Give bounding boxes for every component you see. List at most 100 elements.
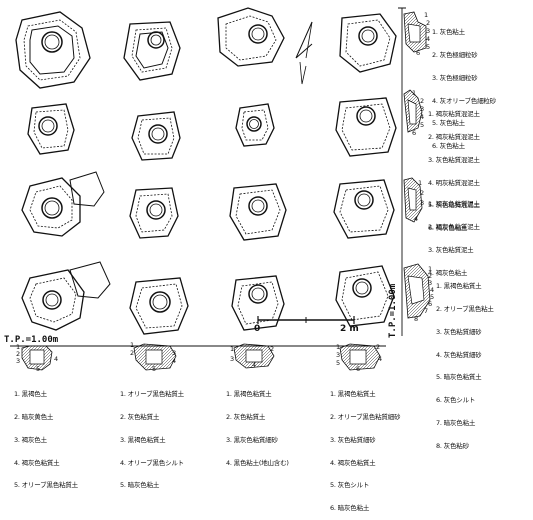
pit-r4-c2 — [129, 277, 189, 335]
legend-item: 2. 褐灰粘質混泥土 — [428, 132, 480, 141]
pit-r4-c4 — [335, 265, 395, 327]
profile-number: 4 — [420, 113, 424, 121]
legend-item: 1. 灰色粘土 — [432, 28, 465, 37]
profile-number: 6 — [412, 129, 416, 137]
legend-item: 6. 灰色シルト — [436, 396, 476, 405]
legend-item: 2. オリーブ黒色粘土 — [436, 304, 494, 313]
datum-label-right: T.P.=1.00m — [388, 283, 398, 338]
legend-item: 5. オリーブ黒色粘質土 — [14, 481, 78, 490]
legend-bottom-1: 1. 黒褐色土 2. 暗灰黄色土 3. 褐灰色土 4. 褐灰色粘質土 5. オリ… — [14, 376, 78, 498]
legend-right-2: 1. 褐灰粘質混泥土 2. 褐灰粘質混泥土 3. 灰色粘質混泥土 4. 明灰粘質… — [428, 96, 480, 240]
profile-number: 2 — [16, 350, 20, 358]
legend-item: 2. 暗灰黄色土 — [14, 412, 54, 421]
profile-number: 3 — [172, 349, 176, 357]
legend-item: 4. 灰色粘質細砂 — [436, 350, 482, 359]
profile-number: 5 — [36, 365, 40, 373]
profile-number: 1 — [230, 345, 234, 353]
legend-item: 4. 褐灰色粘質土 — [330, 458, 376, 467]
section-bottom-4 — [339, 343, 381, 371]
profile-number: 5 — [420, 121, 424, 129]
section-right-1 — [403, 11, 427, 53]
profile-number: 5 — [336, 359, 340, 367]
datum-label-bottom: T.P.=1.00m — [4, 335, 59, 345]
profile-number: 3 — [336, 351, 340, 359]
legend-item: 4. オリーブ黒色シルト — [120, 458, 184, 467]
right-datum-line — [398, 7, 406, 336]
section-bottom-1 — [21, 345, 53, 371]
profile-number: 2 — [420, 189, 424, 197]
pit-r3-c4 — [333, 179, 395, 239]
section-right-2 — [403, 89, 423, 133]
legend-item: 2. 灰色粘質土 — [120, 412, 160, 421]
profile-number: 1 — [412, 89, 416, 97]
legend-item: 3. 灰色粘質泥土 — [428, 245, 474, 254]
profile-number: 4 — [414, 215, 418, 223]
legend-item: 1. 黒褐色粘質土 — [226, 390, 272, 399]
legend-item: 6. 暗灰色粘土 — [330, 504, 370, 513]
pit-r2-c2 — [131, 111, 181, 161]
legend-item: 1. オリーブ黒色粘質土 — [120, 390, 184, 399]
profile-number: 8 — [414, 315, 418, 323]
scale-bar — [257, 316, 355, 324]
section-right-3 — [403, 177, 423, 223]
profile-number: 2 — [130, 349, 134, 357]
profile-number: 4 — [430, 286, 434, 294]
legend-item: 5. 灰色粘質混泥土 — [428, 201, 480, 210]
pit-r2-c3 — [235, 103, 275, 147]
legend-item: 3. 褐灰色土 — [14, 435, 47, 444]
profile-number: 5 — [430, 293, 434, 301]
legend-right-4: 1. 黒褐色粘質土 2. オリーブ黒色粘土 3. 灰色粘質細砂 4. 灰色粘質細… — [436, 268, 494, 458]
profile-number: 2 — [426, 19, 430, 27]
section-right-4 — [403, 263, 431, 319]
profile-number: 3 — [420, 199, 424, 207]
legend-item: 5. 灰色粘土 — [432, 119, 465, 128]
legend-item: 3. 黒褐色粘質土 — [120, 435, 166, 444]
profile-number: 3 — [426, 27, 430, 35]
pit-r4-c3 — [231, 275, 285, 331]
legend-bottom-3: 1. 黒褐色粘質土 2. 灰色粘質土 3. 黒灰色粘質細砂 4. 黒色粘土(地山… — [226, 376, 289, 475]
legend-item: 2. オリーブ黒色粘質細砂 — [330, 412, 401, 421]
legend-item: 2. 褐灰色粘質泥土 — [428, 222, 480, 231]
profile-number: 6 — [428, 300, 432, 308]
scale-label-start: 0 — [254, 324, 261, 334]
legend-item: 6. 褐灰色粘土 — [428, 224, 468, 233]
legend-bottom-4: 1. 黒褐色粘質土 2. オリーブ黒色粘質細砂 3. 灰色粘質細砂 4. 褐灰色… — [330, 376, 400, 520]
profile-number: 2 — [420, 97, 424, 105]
legend-item: 2. 灰色極細粒砂 — [432, 50, 478, 59]
legend-bottom-2: 1. オリーブ黒色粘質土 2. 灰色粘質土 3. 黒褐色粘質土 4. オリーブ黒… — [120, 376, 184, 498]
pit-r3-c3 — [229, 183, 287, 241]
legend-item: 2. 灰色粘質土 — [226, 412, 266, 421]
profile-number: 1 — [428, 265, 432, 273]
profile-number: 1 — [336, 343, 340, 351]
profile-number: 5 — [426, 43, 430, 51]
profile-number: 6 — [416, 49, 420, 57]
legend-item: 5. 暗灰色粘質土 — [436, 373, 482, 382]
legend-item: 3. 灰色粘質細砂 — [330, 435, 376, 444]
legend-item: 5. 灰色シルト — [330, 481, 370, 490]
profile-number: 3 — [230, 355, 234, 363]
profile-number: 4 — [54, 355, 58, 363]
profile-number: 3 — [420, 105, 424, 113]
pit-r2-c4 — [335, 97, 397, 157]
pit-r4-c1 — [21, 261, 111, 331]
pit-r1-c4 — [339, 13, 397, 73]
profile-number: 6 — [356, 365, 360, 373]
legend-right-3: 1. 褐灰色粘質泥土 2. 褐灰色粘質泥土 3. 灰色粘質泥土 4. 褐灰色粘土 — [428, 186, 480, 285]
legend-item: 7. 暗灰色粘土 — [436, 418, 476, 427]
pit-r3-c2 — [129, 187, 179, 239]
legend-item: 3. 灰色粘質細砂 — [436, 327, 482, 336]
north-arrow — [295, 21, 313, 85]
pit-plan-drawing — [10, 7, 431, 371]
scale-label-end: 2 m — [340, 324, 359, 334]
legend-item: 4. 褐灰色粘土 — [428, 268, 468, 277]
profile-number: 1 — [424, 11, 428, 19]
profile-number: 5 — [152, 365, 156, 373]
legend-item: 3. 黒灰色粘質細砂 — [226, 435, 278, 444]
profile-number: 1 — [16, 343, 20, 351]
profile-number: 2 — [270, 345, 274, 353]
pit-r3-c1 — [21, 171, 105, 237]
pit-r1-c3 — [217, 7, 285, 67]
legend-item: 1. 褐灰色粘質泥土 — [428, 200, 480, 209]
profile-number: 4 — [252, 361, 256, 369]
legend-item: 3. 灰色粘質混泥土 — [428, 155, 480, 164]
